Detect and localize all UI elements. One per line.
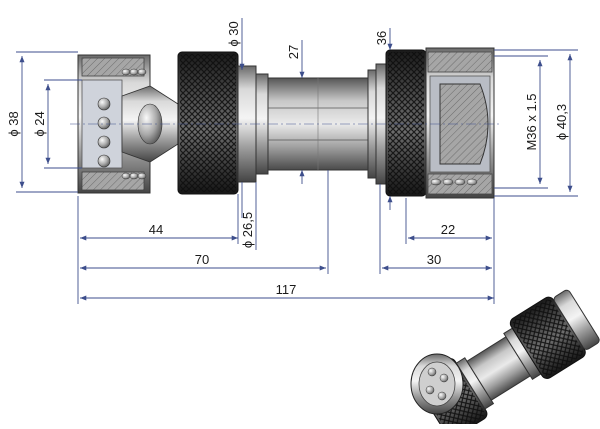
- label-inner-diameter-left: ϕ 24: [32, 111, 47, 136]
- right-knurled-pattern: [388, 52, 424, 194]
- knurled-sleeve-pattern: [180, 54, 236, 192]
- iso-face: [410, 353, 464, 415]
- label-length-22: 22: [441, 222, 455, 237]
- label-length-44: 44: [149, 222, 163, 237]
- dimension-labels: ϕ 38 ϕ 24 ϕ 30 27 36 M36 x 1.5 ϕ 40,3 ϕ …: [6, 21, 569, 297]
- ball-icon: [439, 373, 449, 383]
- label-outer-diameter-right: ϕ 40,3: [554, 104, 569, 140]
- label-thread: M36 x 1.5: [524, 93, 539, 150]
- right-housing-hatch-top: [427, 51, 493, 73]
- label-sleeve-diameter: ϕ 30: [226, 21, 241, 46]
- label-neck-diameter: ϕ 26,5: [240, 212, 255, 248]
- dimensions: [16, 18, 578, 304]
- ball-icon: [437, 391, 447, 401]
- coupling-section-view: [70, 47, 500, 199]
- ball-icon: [97, 154, 111, 168]
- ball-icon: [425, 385, 435, 395]
- iso-right-cap: [553, 289, 600, 350]
- right-spring: [430, 178, 478, 186]
- ball-icon: [97, 116, 111, 130]
- ball-icon: [427, 367, 437, 377]
- ball-icon: [97, 135, 111, 149]
- right-valve-dome: [439, 83, 489, 165]
- label-length-70: 70: [195, 252, 209, 267]
- label-length-30: 30: [427, 252, 441, 267]
- locking-balls: [97, 97, 111, 168]
- spring-coils: [121, 68, 147, 180]
- label-nut-size: 36: [374, 31, 389, 45]
- label-outer-diameter-left: ϕ 38: [6, 111, 21, 136]
- label-length-117: 117: [276, 282, 297, 297]
- label-hex-size: 27: [286, 45, 301, 59]
- ball-icon: [97, 97, 111, 111]
